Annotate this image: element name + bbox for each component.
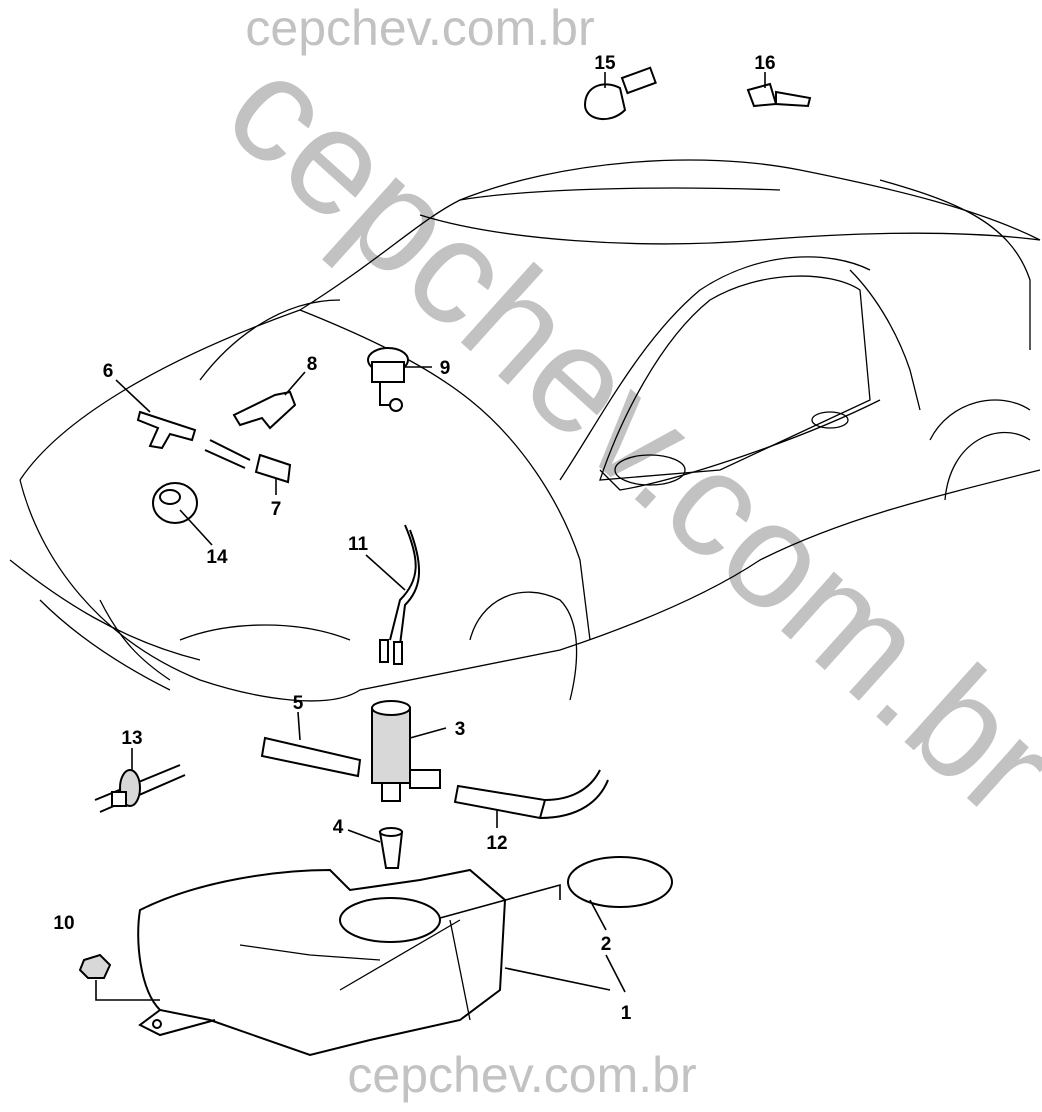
part-7-hose: [204, 439, 292, 484]
part-6-connector: [136, 410, 197, 450]
callout-12: 12: [486, 833, 507, 854]
watermark-top: cepchev.com.br: [245, 0, 594, 56]
part-12-hose: [453, 769, 609, 820]
callout-9: 9: [440, 358, 451, 379]
callout-3: 3: [455, 719, 466, 740]
callout-4: 4: [333, 817, 344, 838]
callout-7: 7: [271, 499, 282, 520]
part-1-reservoir: [137, 868, 507, 1057]
part-2-cap: [567, 856, 673, 908]
watermark-bottom: cepchev.com.br: [347, 1047, 696, 1103]
leader-lines: [95, 72, 766, 1001]
callout-11: 11: [348, 534, 369, 555]
watermark-diagonal: cepchev.com.br: [196, 22, 1042, 848]
part-3-pump: [371, 700, 441, 802]
callout-16: 16: [754, 53, 775, 74]
callout-15: 15: [594, 53, 616, 74]
part-4-grommet: [378, 827, 404, 869]
callout-2: 2: [601, 934, 612, 955]
callout-6: 6: [103, 361, 114, 382]
part-11-wiring: [379, 524, 421, 665]
part-16-nozzle: [746, 82, 812, 108]
callout-1: 1: [621, 1003, 632, 1024]
callout-8: 8: [307, 354, 318, 375]
part-5-hose: [260, 736, 362, 778]
part-14-grommet: [152, 482, 198, 524]
callout-13: 13: [121, 728, 142, 749]
part-8-clip: [232, 390, 297, 430]
part-10-nut: [78, 953, 112, 979]
part-15-nozzle: [583, 66, 657, 120]
callout-5: 5: [293, 693, 304, 714]
part-9-nozzle: [367, 347, 409, 412]
part-13-grommet: [94, 764, 186, 813]
callout-10: 10: [53, 913, 74, 934]
callout-numbers: 1 2 3 4 5 6 7 8 9 10 11 12 13 14 15 16: [53, 53, 775, 1024]
callout-14: 14: [206, 547, 228, 568]
car-outline: [9, 159, 1041, 702]
